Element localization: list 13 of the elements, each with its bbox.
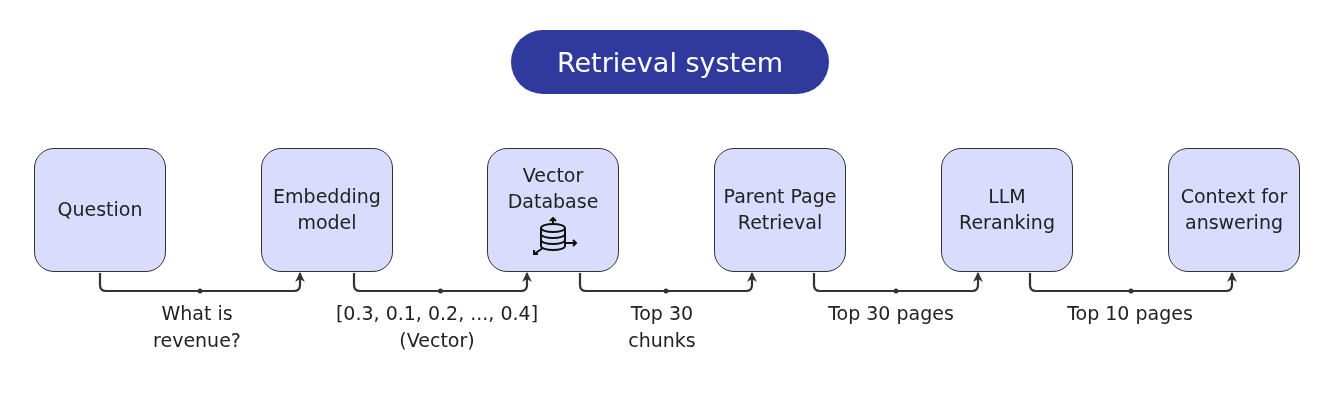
process-box bbox=[487, 148, 619, 272]
process-box bbox=[1168, 148, 1300, 272]
process-box bbox=[261, 148, 393, 272]
process-box bbox=[714, 148, 846, 272]
node-label: Context for answering bbox=[1179, 184, 1289, 235]
process-box bbox=[34, 148, 166, 272]
node-label: Question bbox=[57, 197, 143, 223]
process-box bbox=[941, 148, 1073, 272]
node-label: LLM Reranking bbox=[958, 184, 1056, 235]
node-label: Embedding model bbox=[272, 184, 382, 235]
node-label: Parent Page Retrieval bbox=[722, 184, 838, 235]
title-pill: Retrieval system bbox=[511, 30, 829, 94]
node-label: Vector Database bbox=[506, 163, 600, 214]
